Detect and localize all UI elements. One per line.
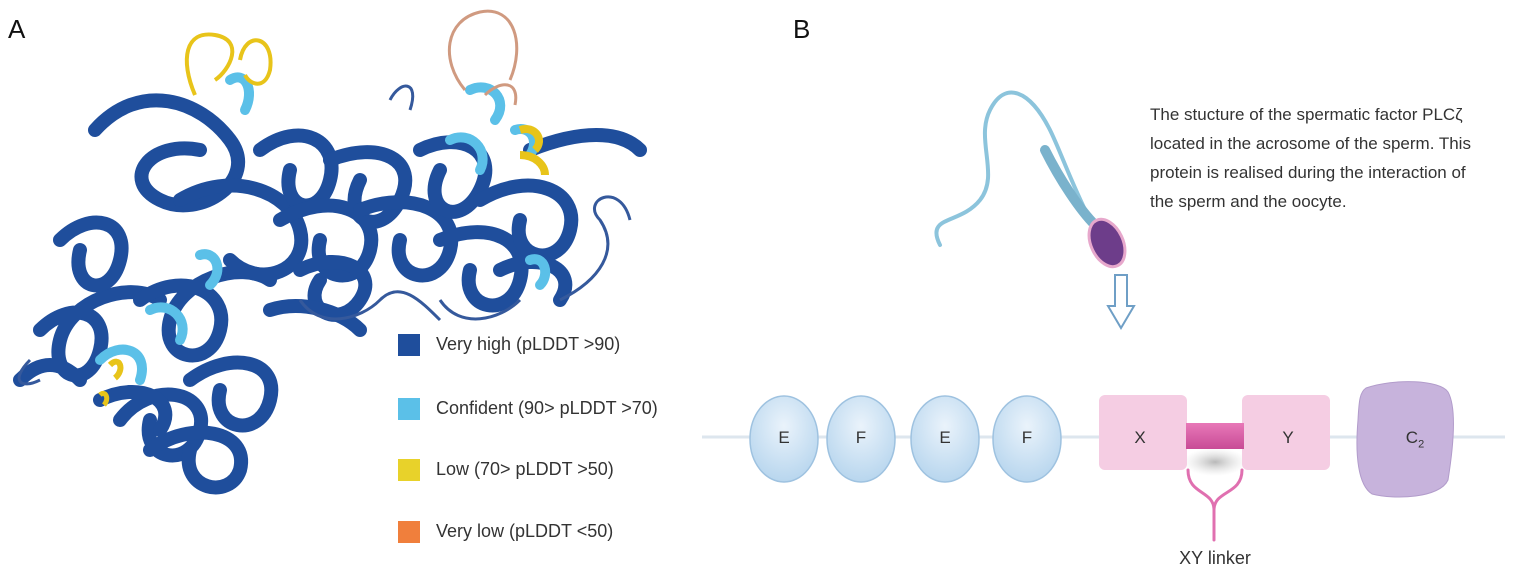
c2-domain-blob [1356, 381, 1454, 498]
ribbon-very-high [13, 93, 647, 495]
legend-item-low: Low (70> pLDDT >50) [398, 455, 718, 485]
c2-label-subscript: 2 [1418, 438, 1425, 451]
description-line: The stucture of the spermatic factor PLC… [1150, 105, 1463, 124]
linker-shadow [1183, 448, 1247, 476]
ef-domain-1 [749, 395, 819, 483]
legend-label-confident: Confident (90> pLDDT >70) [436, 398, 658, 418]
xy-linker-label: XY linker [1179, 548, 1251, 568]
sperm-illustration [934, 90, 1127, 269]
legend-swatch-confident [398, 398, 420, 420]
ribbon-low [98, 32, 549, 407]
panel-b-label: B [793, 14, 811, 44]
legend-swatch-very-high [398, 334, 420, 356]
description-line: the sperm and the oocyte. [1150, 192, 1347, 211]
x-domain-box [1099, 395, 1187, 470]
c2-domain-label: C2 [1390, 428, 1440, 450]
x-domain-label: X [1134, 428, 1146, 447]
legend-item-very-high: Very high (pLDDT >90) [398, 330, 718, 360]
legend-label-very-low: Very low (pLDDT <50) [436, 521, 614, 541]
legend-swatch-very-low [398, 521, 420, 543]
ef-domain-label-1: E [778, 428, 790, 447]
plc-zeta-description: The stucture of the spermatic factor PLC… [1150, 100, 1510, 216]
panel-a-label: A [8, 14, 26, 44]
ef-domain-4 [992, 395, 1062, 483]
ef-domain-2 [826, 395, 896, 483]
legend-item-confident: Confident (90> pLDDT >70) [398, 394, 718, 424]
ef-domain-label-2: F [855, 428, 867, 447]
down-arrow-icon [1106, 274, 1136, 330]
ribbon-confident [95, 72, 551, 385]
xy-linker-bracket [1186, 468, 1244, 542]
ef-domain-3 [910, 395, 980, 483]
legend-item-very-low: Very low (pLDDT <50) [398, 517, 718, 547]
description-line: protein is realised during the interacti… [1150, 163, 1466, 182]
legend-label-low: Low (70> pLDDT >50) [436, 459, 614, 479]
ef-domain-label-3: E [939, 428, 951, 447]
legend-label-very-high: Very high (pLDDT >90) [436, 334, 621, 354]
legend-swatch-low [398, 459, 420, 481]
y-domain-box [1242, 395, 1330, 470]
ribbon-very-low [448, 9, 519, 106]
xy-linker-bar [1186, 423, 1244, 449]
ef-domain-label-4: F [1021, 428, 1033, 447]
y-domain-label: Y [1282, 428, 1294, 447]
ribbon-thin-loops [17, 84, 632, 386]
ef-domain-ovals [749, 395, 1062, 483]
c2-label-main: C [1405, 428, 1419, 447]
description-line: located in the acrosome of the sperm. Th… [1150, 134, 1471, 153]
